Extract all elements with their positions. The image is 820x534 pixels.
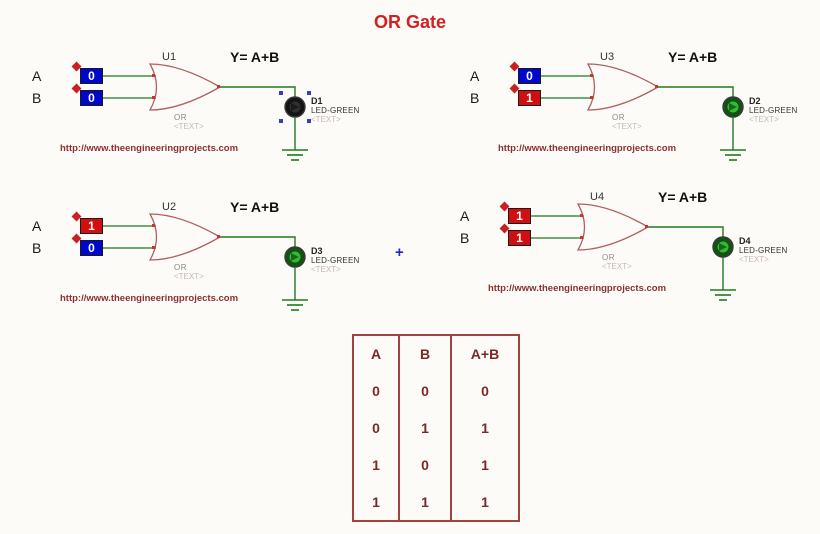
- input-a-label: A: [32, 68, 42, 84]
- led-text-placeholder: <TEXT>: [311, 115, 341, 124]
- truth-table-header-aplusb: A+B: [470, 346, 500, 363]
- truth-table-cell: 1: [481, 419, 489, 436]
- ground-icon: [720, 149, 746, 161]
- truth-table-cell: 1: [421, 493, 429, 510]
- gate-type-label: OR: [174, 113, 187, 122]
- input-b-label: B: [470, 90, 480, 106]
- gate-reference: U4: [590, 191, 605, 203]
- logic-state-a[interactable]: 1: [80, 218, 103, 234]
- truth-table-column-a: A 0 0 1 1: [354, 336, 400, 520]
- led-reference: D2: [749, 96, 761, 106]
- or-gate-circuit-1: A B 0 0 U1 Y= A+B OR <TEXT> D1 LED-GREEN…: [30, 46, 360, 196]
- or-gate-circuit-4: A B 1 1 U4 Y= A+B OR <TEXT> D4 LED-GREEN…: [458, 186, 788, 336]
- logic-state-b[interactable]: 0: [80, 90, 103, 106]
- led-type-label: LED-GREEN: [311, 256, 360, 265]
- input-a-label: A: [470, 68, 480, 84]
- cursor-cross-icon: +: [395, 244, 404, 261]
- logic-state-b[interactable]: 1: [518, 90, 541, 106]
- or-gate-circuit-3: A B 1 0 U2 Y= A+B OR <TEXT> D3 LED-GREEN…: [30, 196, 360, 346]
- gate-text-placeholder: <TEXT>: [612, 122, 642, 131]
- led-text-placeholder: <TEXT>: [311, 265, 341, 274]
- page-title: OR Gate: [373, 12, 447, 32]
- or-gate-icon[interactable]: [148, 63, 222, 111]
- gate-type-label: OR: [174, 263, 187, 272]
- equation-label: Y= A+B: [230, 199, 280, 215]
- led-text-placeholder: <TEXT>: [739, 255, 769, 264]
- equation-label: Y= A+B: [230, 49, 280, 65]
- truth-table-column-b: B 0 1 0 1: [400, 336, 452, 520]
- or-gate-icon[interactable]: [586, 63, 660, 111]
- truth-table-cell: 0: [372, 383, 380, 400]
- input-a-label: A: [32, 218, 42, 234]
- logic-state-b[interactable]: 1: [508, 230, 531, 246]
- gate-reference: U3: [600, 51, 615, 63]
- logic-state-b[interactable]: 0: [80, 240, 103, 256]
- truth-table-cell: 0: [481, 383, 489, 400]
- led-type-label: LED-GREEN: [311, 106, 360, 115]
- led-reference: D3: [311, 246, 323, 256]
- truth-table-cell: 1: [372, 456, 380, 473]
- truth-table-cell: 0: [421, 383, 429, 400]
- equation-label: Y= A+B: [658, 189, 708, 205]
- input-b-label: B: [460, 230, 470, 246]
- gate-text-placeholder: <TEXT>: [602, 262, 632, 271]
- wire-output: [220, 236, 296, 247]
- led-icon[interactable]: [712, 236, 734, 258]
- led-reference: D4: [739, 236, 751, 246]
- truth-table-header-a: A: [370, 346, 382, 363]
- led-type-label: LED-GREEN: [749, 106, 798, 115]
- input-b-label: B: [32, 240, 42, 256]
- logic-state-a[interactable]: 0: [80, 68, 103, 84]
- gate-text-placeholder: <TEXT>: [174, 122, 204, 131]
- truth-table-column-aplusb: A+B 0 1 1 1: [452, 336, 518, 520]
- website-label: http://www.theengineeringprojects.com: [60, 143, 239, 154]
- wire-output: [648, 226, 724, 237]
- ground-icon: [282, 149, 308, 161]
- truth-table-cell: 0: [421, 456, 429, 473]
- truth-table-cell: 1: [481, 456, 489, 473]
- gate-type-label: OR: [612, 113, 625, 122]
- equation-label: Y= A+B: [668, 49, 718, 65]
- gate-reference: U2: [162, 201, 177, 213]
- website-label: http://www.theengineeringprojects.com: [60, 293, 239, 304]
- or-gate-icon[interactable]: [148, 213, 222, 261]
- truth-table-cell: 1: [372, 493, 380, 510]
- truth-table-cell: 0: [372, 419, 380, 436]
- gate-text-placeholder: <TEXT>: [174, 272, 204, 281]
- website-label: http://www.theengineeringprojects.com: [498, 143, 677, 154]
- led-icon[interactable]: [284, 96, 306, 118]
- wire-output: [220, 86, 296, 97]
- input-b-label: B: [32, 90, 42, 106]
- ground-icon: [282, 299, 308, 311]
- or-gate-circuit-2: A B 0 1 U3 Y= A+B OR <TEXT> D2 LED-GREEN…: [468, 46, 798, 196]
- logic-state-a[interactable]: 0: [518, 68, 541, 84]
- ground-icon: [710, 289, 736, 301]
- website-label: http://www.theengineeringprojects.com: [488, 283, 667, 294]
- gate-type-label: OR: [602, 253, 615, 262]
- truth-table-cell: 1: [481, 493, 489, 510]
- wire-output: [658, 86, 734, 97]
- led-type-label: LED-GREEN: [739, 246, 788, 255]
- truth-table-header-b: B: [419, 346, 431, 363]
- or-gate-icon[interactable]: [576, 203, 650, 251]
- led-reference: D1: [311, 96, 323, 106]
- gate-reference: U1: [162, 51, 177, 63]
- input-a-label: A: [460, 208, 470, 224]
- truth-table: A 0 0 1 1 B 0 1 0 1 A+B 0 1 1 1: [352, 334, 520, 522]
- truth-table-cell: 1: [421, 419, 429, 436]
- selection-markers: [279, 91, 311, 123]
- led-text-placeholder: <TEXT>: [749, 115, 779, 124]
- led-icon[interactable]: [722, 96, 744, 118]
- logic-state-a[interactable]: 1: [508, 208, 531, 224]
- led-icon[interactable]: [284, 246, 306, 268]
